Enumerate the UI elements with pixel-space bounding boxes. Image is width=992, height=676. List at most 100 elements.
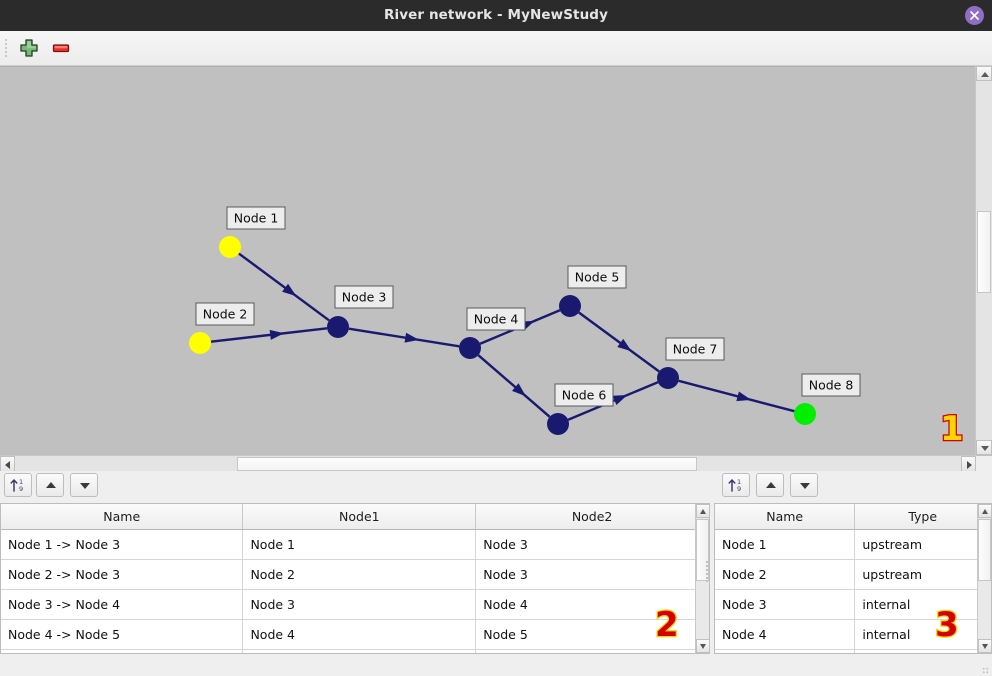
table-cell[interactable]: Node 4 -> Node 5 xyxy=(1,619,244,650)
horizontal-scroll-thumb[interactable] xyxy=(237,457,697,471)
table-cell[interactable]: Node 3 -> Node 4 xyxy=(1,589,244,620)
graph-edge[interactable] xyxy=(238,252,330,322)
graph-node[interactable] xyxy=(327,316,349,338)
graph-node[interactable] xyxy=(657,367,679,389)
reaches-scroll-down-button[interactable] xyxy=(696,639,710,653)
graph-node[interactable] xyxy=(559,295,581,317)
table-cell[interactable]: Node 1 -> Node 3 xyxy=(1,529,244,560)
delete-node-button[interactable] xyxy=(50,37,74,59)
reaches-move-down-button[interactable] xyxy=(70,473,98,497)
table-cell[interactable] xyxy=(715,649,856,653)
triangle-up-icon xyxy=(766,482,776,488)
svg-text:1: 1 xyxy=(19,478,23,486)
graph-edge[interactable] xyxy=(578,311,660,373)
table-cell[interactable]: Node 5 xyxy=(475,619,709,650)
vertical-scroll-track[interactable] xyxy=(976,81,992,440)
nodes-move-up-button[interactable] xyxy=(756,473,784,497)
nodes-sort-button[interactable]: 1 9 xyxy=(722,473,750,497)
table-cell[interactable]: Node 3 xyxy=(715,589,856,620)
table-row-empty[interactable] xyxy=(715,649,991,653)
reaches-column-header[interactable]: Name xyxy=(1,504,244,530)
graph-node[interactable] xyxy=(189,332,211,354)
nodes-scroll-down-button[interactable] xyxy=(978,639,992,653)
table-cell[interactable]: upstream xyxy=(854,559,991,590)
graph-node[interactable] xyxy=(547,413,569,435)
table-cell[interactable]: Node 3 xyxy=(242,589,477,620)
scroll-down-button[interactable] xyxy=(976,440,992,455)
graph-edge[interactable] xyxy=(348,327,460,348)
graph-node[interactable] xyxy=(794,403,816,425)
nodes-move-down-button[interactable] xyxy=(790,473,818,497)
table-row-empty[interactable] xyxy=(1,649,709,653)
scroll-left-button[interactable] xyxy=(0,456,15,472)
table-cell[interactable]: Node 1 xyxy=(242,529,477,560)
table-cell[interactable]: Node 3 xyxy=(475,529,709,560)
table-cell[interactable] xyxy=(1,649,244,653)
vertical-scroll-thumb[interactable] xyxy=(977,211,991,293)
table-cell[interactable]: Node 4 xyxy=(475,589,709,620)
table-cell[interactable] xyxy=(854,649,991,653)
table-cell[interactable]: Node 3 xyxy=(475,559,709,590)
table-cell[interactable]: upstream xyxy=(854,529,991,560)
title-bar: River network - MyNewStudy xyxy=(0,0,992,32)
scroll-up-button[interactable] xyxy=(976,66,992,81)
panel-vertical-splitter[interactable] xyxy=(705,560,709,582)
graph-node[interactable] xyxy=(219,236,241,258)
table-cell[interactable]: Node 4 xyxy=(242,619,477,650)
node-label: Node 6 xyxy=(554,383,614,407)
table-cell[interactable]: Node 2 -> Node 3 xyxy=(1,559,244,590)
nodes-vertical-scrollbar[interactable] xyxy=(977,503,992,654)
reaches-column-header[interactable]: Node1 xyxy=(242,504,477,530)
nodes-scroll-up-button[interactable] xyxy=(978,504,992,518)
reaches-column-header[interactable]: Node2 xyxy=(475,504,709,530)
reaches-vertical-scrollbar[interactable] xyxy=(695,503,710,654)
table-cell[interactable]: Node 4 xyxy=(715,619,856,650)
table-cell[interactable] xyxy=(242,649,477,653)
table-cell[interactable]: Node 2 xyxy=(715,559,856,590)
nodes-scroll-thumb[interactable] xyxy=(978,519,991,581)
node-label: Node 7 xyxy=(665,337,725,361)
table-cell[interactable]: Node 1 xyxy=(715,529,856,560)
svg-text:9: 9 xyxy=(19,485,23,493)
graph-node[interactable] xyxy=(459,337,481,359)
graph-edge[interactable] xyxy=(678,379,795,413)
table-cell[interactable]: internal xyxy=(854,589,991,620)
table-cell[interactable]: internal xyxy=(854,619,991,650)
scroll-right-button[interactable] xyxy=(961,456,976,472)
node-label-text: Node 4 xyxy=(474,312,519,327)
reaches-scroll-up-button[interactable] xyxy=(696,504,710,518)
nodes-column-header[interactable]: Type xyxy=(854,504,991,530)
nodes-column-header[interactable]: Name xyxy=(715,504,856,530)
table-cell[interactable]: Node 2 xyxy=(242,559,477,590)
toolbar-drag-handle[interactable] xyxy=(4,38,8,58)
close-button[interactable] xyxy=(965,6,984,25)
window-resize-grip[interactable] xyxy=(982,667,989,674)
edge-direction-arrow-icon xyxy=(404,332,420,343)
node-label: Node 1 xyxy=(226,206,286,230)
canvas-vertical-scrollbar[interactable] xyxy=(975,66,992,455)
graph-edge[interactable] xyxy=(210,327,328,343)
reaches-move-up-button[interactable] xyxy=(36,473,64,497)
canvas-horizontal-scrollbar[interactable] xyxy=(0,455,976,472)
add-node-button[interactable] xyxy=(18,37,42,59)
table-cell[interactable] xyxy=(475,649,709,653)
graph-edge[interactable] xyxy=(477,354,551,418)
reaches-sort-button[interactable]: 1 9 xyxy=(4,473,32,497)
graph-nodes[interactable] xyxy=(189,236,816,435)
